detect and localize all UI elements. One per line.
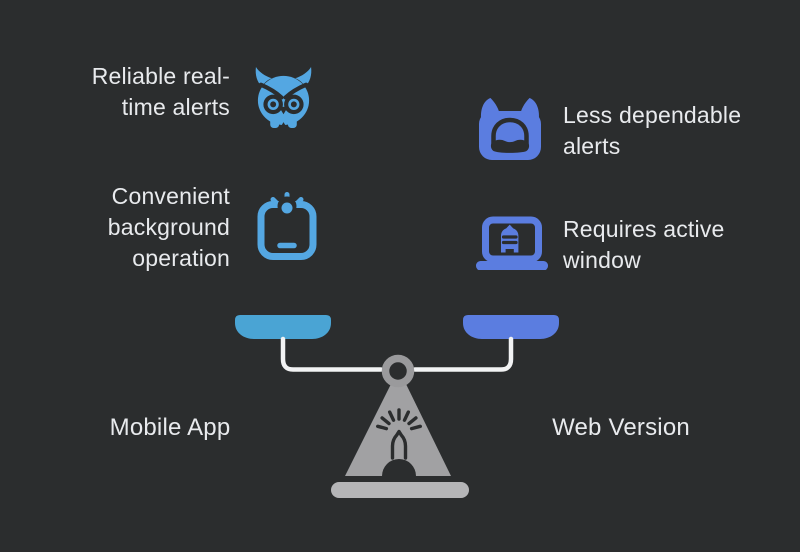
cat-hood-icon [479,98,541,160]
right-pan [463,315,559,339]
feature-text-background-operation: Convenient background operation [107,183,230,271]
left-pan [235,315,331,339]
balance-scale-illustration [235,315,559,498]
scale-pivot-ring [381,354,415,388]
feature-text-less-dependable: Less dependable alerts [563,102,742,159]
owl-icon [255,66,312,128]
scale-pedestal [345,380,451,476]
scale-base [331,482,469,498]
feature-text-active-window: Requires active window [563,216,725,273]
feature-text-reliable-alerts: Reliable real-time alerts [91,63,230,120]
laptop-browser-icon [476,216,548,270]
right-side-label: Web Version [552,414,690,441]
phone-notification-icon [257,192,317,260]
left-side-label: Mobile App [109,414,231,441]
